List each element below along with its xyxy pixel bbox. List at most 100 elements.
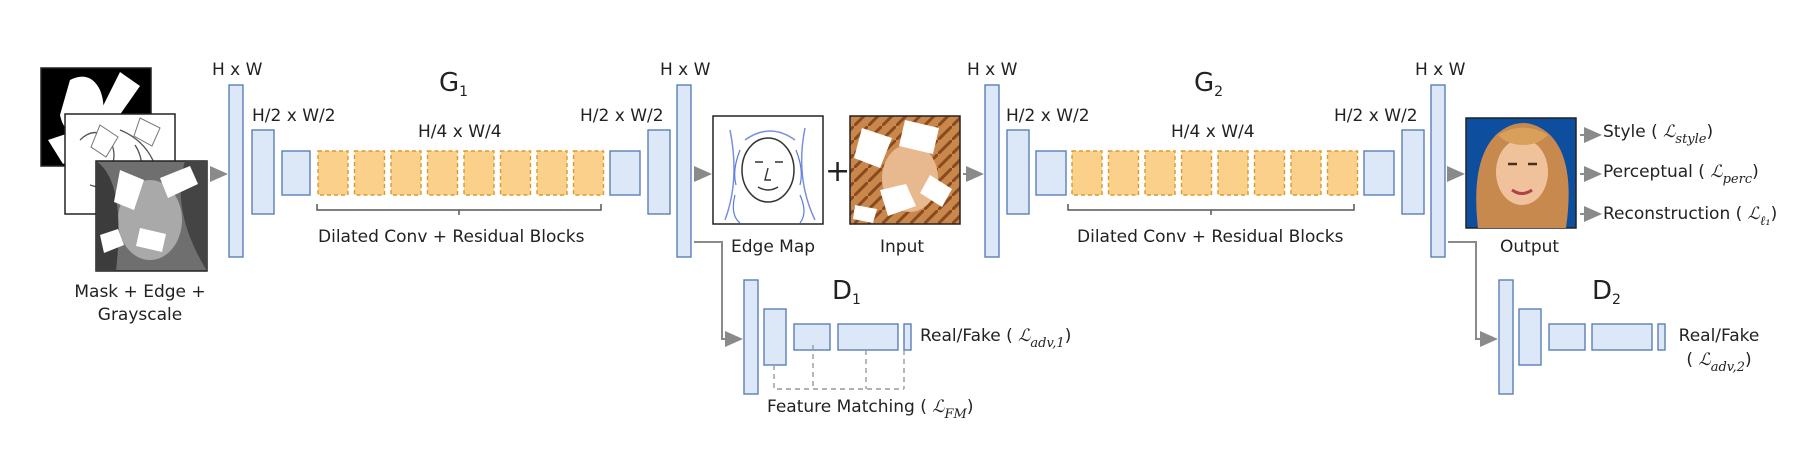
style-loss-symbol: ℒ (1663, 122, 1676, 142)
reconstruction-loss-label: Reconstruction ( ℒℓ₁) (1603, 204, 1777, 229)
d2-layer-3 (1548, 323, 1586, 351)
style-loss-text: Style ( (1603, 122, 1658, 142)
g1-dim-full-left: H x W (212, 60, 263, 80)
output-label: Output (1500, 237, 1560, 257)
g2-title: G2 (1194, 68, 1223, 100)
d1-real-fake-text: Real/Fake ( (920, 326, 1013, 346)
g2-dim-quarter: H/4 x W/4 (1171, 122, 1255, 142)
g1-residual-block (572, 150, 605, 196)
d2-layer-1 (1498, 279, 1514, 395)
g1-blocks-brace (316, 204, 602, 215)
g1-title: G1 (439, 68, 468, 100)
g1-dim-full-right: H x W (660, 60, 711, 80)
g1-residual-block (463, 150, 495, 196)
reconstruction-loss-close: ) (1770, 204, 1778, 224)
feature-matching-connectors (773, 345, 905, 390)
input-label: Input (880, 237, 925, 257)
g1-residual-block (426, 150, 459, 196)
d1-layer-2 (763, 308, 787, 366)
g1-dim-quarter: H/4 x W/4 (418, 122, 502, 142)
style-loss-subscript: style (1675, 132, 1707, 147)
d2-layer-5 (1657, 323, 1666, 351)
reconstruction-loss-subscript: ℓ₁ (1759, 214, 1771, 229)
style-loss-close: ) (1706, 122, 1714, 142)
arrow-g2-to-d2 (1448, 241, 1498, 347)
feature-matching-label: Feature Matching ( ℒFM) (767, 397, 973, 422)
d1-layer-3 (793, 323, 831, 351)
d1-layer-5 (903, 323, 912, 351)
g1-title-letter: G (439, 68, 460, 98)
inputs-label-line1: Mask + Edge + (74, 282, 206, 302)
g1-layer-full-right (676, 84, 692, 258)
reconstruction-loss-text: Reconstruction ( (1603, 204, 1743, 224)
perceptual-loss-close: ) (1752, 162, 1759, 182)
d2-layer-4 (1591, 323, 1653, 351)
g2-residual-block (1290, 150, 1322, 196)
edge-map-label: Edge Map (731, 237, 816, 257)
d2-loss-symbol: ℒ (1698, 350, 1711, 370)
g1-residual-block (353, 150, 386, 196)
g2-title-letter: G (1194, 68, 1215, 98)
fm-loss-subscript: FM (944, 407, 967, 422)
d2-real-fake-label: Real/Fake ( ℒadv,2) (1664, 324, 1774, 380)
d1-layer-1 (743, 279, 759, 395)
g2-residual-block (1144, 150, 1176, 196)
feature-matching-text: Feature Matching ( (767, 397, 927, 417)
d2-title: D2 (1592, 276, 1621, 308)
g1-dim-half-right: H/2 x W/2 (580, 106, 664, 126)
g2-dim-half-left: H/2 x W/2 (1006, 106, 1090, 126)
perceptual-loss-symbol: ℒ (1710, 162, 1723, 182)
perceptual-loss-text: Perceptual ( (1603, 162, 1705, 182)
d1-title: D1 (832, 276, 861, 308)
g2-layer-full-left (984, 84, 1000, 258)
g1-residual-block (536, 150, 568, 196)
style-loss-label: Style ( ℒstyle) (1603, 122, 1713, 147)
d1-loss-close: ) (1064, 326, 1072, 346)
g1-title-subscript: 1 (459, 84, 469, 100)
g1-layer-half-left (251, 129, 275, 215)
arrows-layer (210, 127, 1602, 347)
g2-residual-block (1180, 150, 1213, 196)
g2-layer-full-right (1430, 84, 1446, 258)
inputs-label-line2: Grayscale (97, 305, 183, 325)
g2-dim-full-left: H x W (967, 60, 1018, 80)
layers-layer (228, 84, 1666, 395)
d1-title-subscript: 1 (852, 292, 861, 308)
d2-loss: ( ℒadv,2) (1664, 348, 1774, 380)
d2-title-letter: D (1592, 276, 1613, 306)
arrow-g1-to-d1 (694, 241, 743, 347)
d1-loss-subscript: adv,1 (1030, 336, 1065, 351)
g2-dim-half-right: H/2 x W/2 (1334, 106, 1418, 126)
inputs-label: Mask + Edge + Grayscale (60, 281, 220, 327)
g2-residual-block (1217, 150, 1249, 196)
g1-layer-quarter-right (609, 150, 641, 196)
d2-loss-subscript: adv,2 (1710, 360, 1745, 375)
g1-blocks-label: Dilated Conv + Residual Blocks (318, 227, 585, 247)
g2-residual-block (1253, 150, 1286, 196)
g2-blocks-brace (1067, 204, 1355, 215)
d2-layer-2 (1518, 308, 1542, 366)
grayscale-image (95, 160, 208, 272)
input-stack (40, 67, 208, 272)
d1-title-letter: D (832, 276, 853, 306)
g2-layer-half-left (1006, 129, 1030, 215)
d2-real-fake-text: Real/Fake (1678, 326, 1760, 346)
fm-loss-close: ) (966, 397, 974, 417)
perceptual-loss-label: Perceptual ( ℒperc) (1603, 162, 1759, 187)
g2-blocks-label: Dilated Conv + Residual Blocks (1077, 227, 1344, 247)
g2-residual-block (1107, 150, 1140, 196)
d2-title-subscript: 2 (1612, 292, 1621, 308)
g1-layer-half-right (647, 129, 671, 215)
d1-loss-symbol: ℒ (1018, 326, 1031, 346)
g2-title-subscript: 2 (1214, 84, 1224, 100)
d2-loss-open: ( (1686, 350, 1694, 370)
g1-residual-block (390, 150, 422, 196)
d1-real-fake-label: Real/Fake ( ℒadv,1) (920, 326, 1071, 351)
output-image (1465, 117, 1577, 229)
g1-layer-quarter-left (281, 150, 311, 196)
input-image (849, 115, 961, 225)
plus-sign: + (825, 154, 851, 189)
g2-dim-full-right: H x W (1415, 60, 1466, 80)
edge-map-image (712, 115, 824, 225)
